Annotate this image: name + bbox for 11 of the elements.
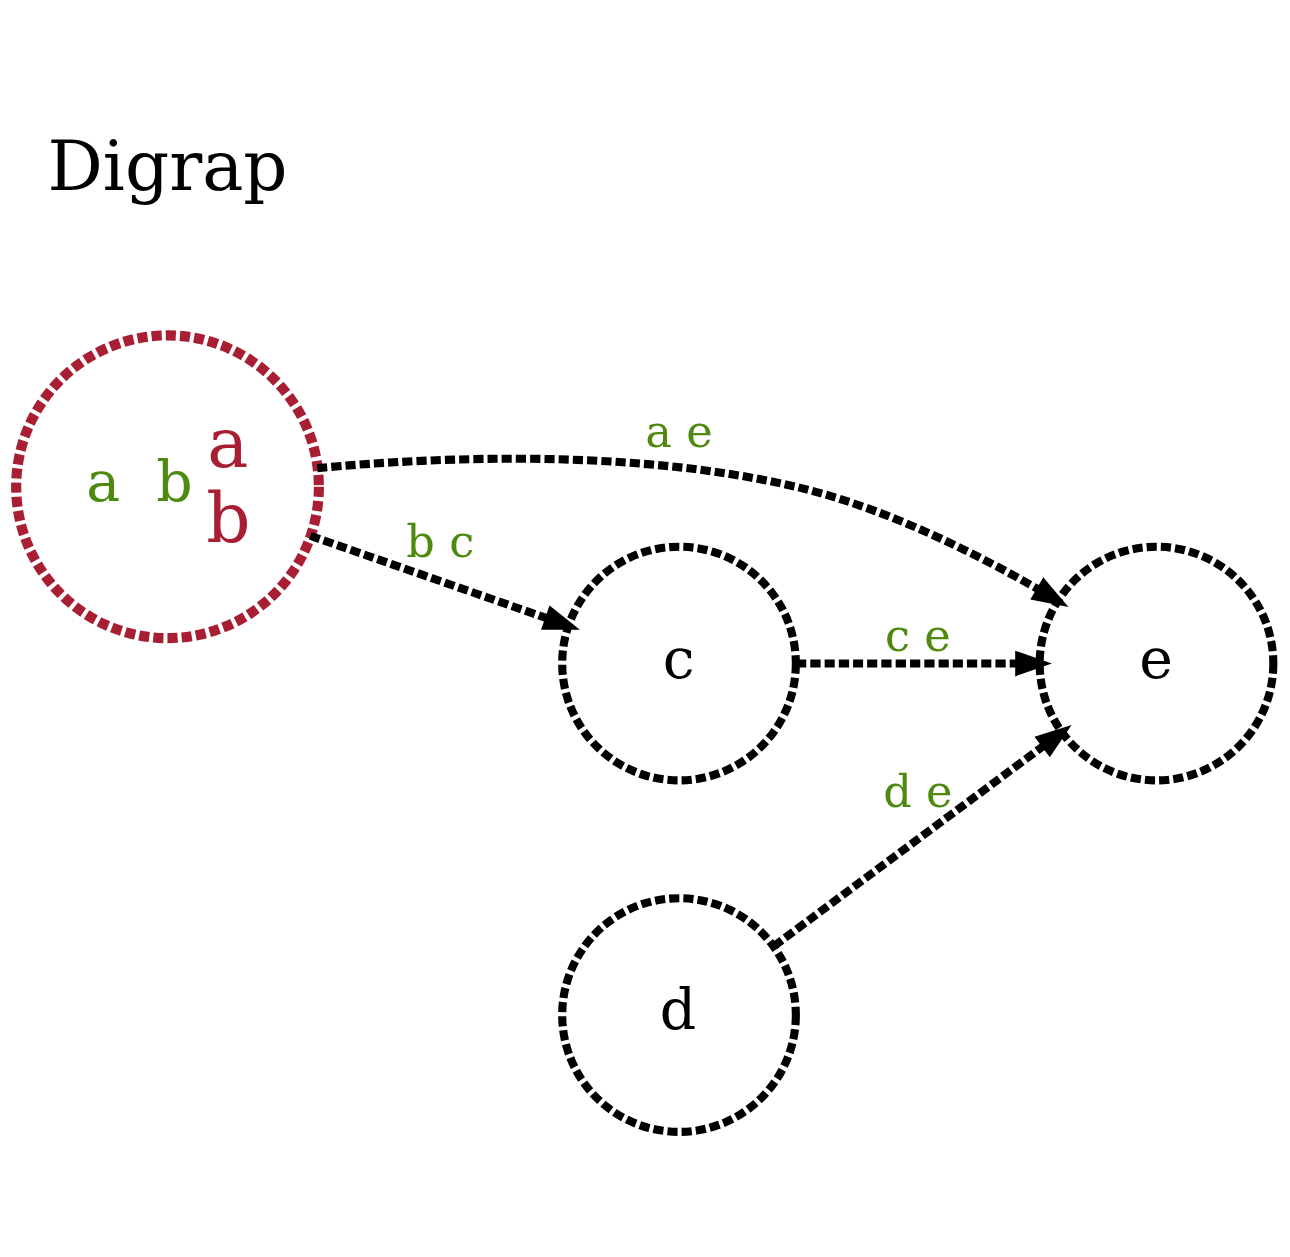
node-circle: c [558, 542, 800, 784]
arrow [796, 650, 1052, 676]
arrow [316, 454, 1069, 607]
edge-label: c e [884, 609, 951, 662]
label: Digrap [47, 125, 288, 206]
edge-label: d e [883, 765, 953, 818]
arrow [771, 724, 1072, 949]
node-circle: d [558, 893, 800, 1136]
edge-label: b c [406, 515, 475, 568]
edge-label: a e [645, 405, 713, 458]
arrow [308, 531, 580, 630]
